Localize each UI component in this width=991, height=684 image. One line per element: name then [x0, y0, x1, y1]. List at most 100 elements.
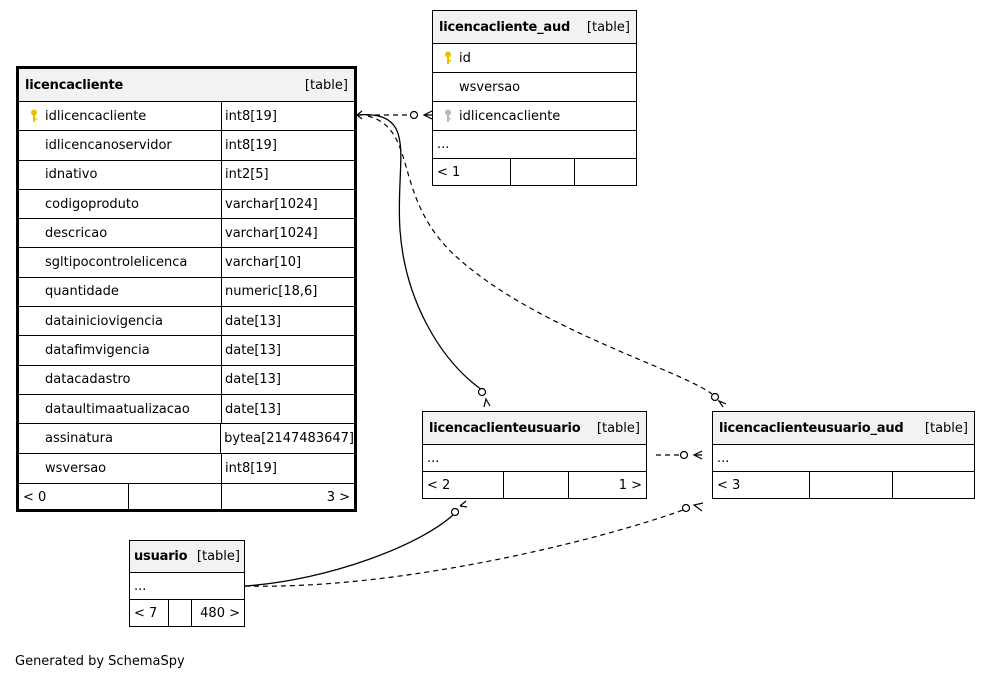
column-type: varchar[10]	[221, 248, 354, 277]
column-name: sgltipocontrolelicenca	[45, 255, 188, 271]
column-name: datacadastro	[45, 372, 131, 388]
column-row[interactable]: sgltipocontrolelicenca varchar[10]	[19, 248, 354, 278]
column-name: wsversao	[45, 460, 107, 476]
column-name-cell: dataultimaatualizacao	[19, 395, 221, 423]
footer-parents-count[interactable]: 3 >	[221, 483, 354, 511]
column-name-cell: idnativo	[19, 161, 221, 189]
column-name: quantidade	[45, 284, 119, 300]
edge-usuario-licencaclienteusuario[interactable]	[244, 500, 468, 587]
column-row[interactable]: idlicencacliente int8[19]	[19, 102, 354, 132]
footer-middle	[128, 483, 221, 511]
column-row[interactable]: descricao varchar[1024]	[19, 219, 354, 249]
table-header: licencaclienteusuario_aud [table]	[713, 412, 974, 445]
footer-children-count[interactable]: < 0	[23, 489, 47, 505]
column-type: bytea[2147483647]	[220, 424, 354, 453]
table-ellipsis: ...	[423, 445, 646, 472]
column-name-cell: quantidade	[19, 278, 221, 306]
table-ellipsis: ...	[713, 445, 974, 472]
column-name: descricao	[45, 225, 108, 241]
column-name: datainiciovigencia	[45, 313, 163, 329]
edge-usuario-licencaclienteusuario-aud[interactable]	[244, 502, 704, 587]
table-type-label: [table]	[596, 420, 640, 436]
generated-by-footer: Generated by SchemaSpy	[15, 654, 185, 669]
primary-key-icon	[25, 109, 43, 123]
column-row[interactable]: wsversao int8[19]	[19, 453, 354, 483]
footer-parents-count[interactable]	[574, 159, 636, 185]
column-name-cell: descricao	[19, 219, 221, 247]
footer-parents-count[interactable]: 1 >	[568, 472, 646, 498]
column-name: idlicencanoservidor	[45, 137, 172, 153]
column-name-cell: assinatura	[19, 424, 220, 452]
column-name-cell: wsversao	[433, 73, 520, 101]
table-name: licencaclienteusuario_aud	[719, 420, 904, 436]
footer-children-count[interactable]: < 7	[134, 605, 158, 621]
column-row[interactable]: idnativo int2[5]	[19, 160, 354, 190]
footer-parents-count[interactable]	[892, 472, 974, 498]
table-footer: < 2 1 >	[423, 472, 646, 498]
edge-usuario-aud[interactable]	[656, 450, 703, 460]
table-ellipsis: ...	[433, 131, 636, 159]
column-name: wsversao	[459, 79, 521, 95]
table-name: licencacliente_aud	[439, 19, 571, 35]
column-row[interactable]: idlicencacliente	[433, 102, 636, 131]
footer-children-count[interactable]: < 3	[717, 477, 741, 493]
column-row[interactable]: idlicencanoservidor int8[19]	[19, 131, 354, 161]
table-licencaclienteusuario[interactable]: licencaclienteusuario [table] ... < 2 1 …	[422, 411, 647, 499]
column-name-cell: wsversao	[19, 454, 221, 483]
table-header: licencacliente_aud [table]	[433, 11, 636, 44]
column-type: int8[19]	[221, 131, 354, 160]
column-type: varchar[1024]	[221, 189, 354, 219]
column-row[interactable]: wsversao	[433, 73, 636, 102]
foreign-key-icon	[439, 109, 457, 123]
table-header: usuario [table]	[130, 541, 244, 573]
table-footer: < 7 480 >	[130, 600, 244, 626]
column-name-cell: sgltipocontrolelicenca	[19, 248, 221, 276]
column-type: int8[19]	[221, 102, 354, 131]
table-name: licencaclienteusuario	[429, 420, 581, 436]
footer-children-count[interactable]: < 2	[427, 477, 451, 493]
footer-middle	[503, 472, 568, 498]
column-type: date[13]	[221, 394, 354, 424]
column-row[interactable]: codigoproduto varchar[1024]	[19, 189, 354, 220]
column-name-cell: id	[433, 44, 471, 72]
table-type-label: [table]	[196, 549, 240, 564]
column-name-cell: datacadastro	[19, 366, 221, 394]
table-type-label: [table]	[924, 420, 968, 436]
column-row[interactable]: datacadastro date[13]	[19, 365, 354, 395]
table-type-label: [table]	[304, 77, 348, 93]
column-type: numeric[18,6]	[221, 277, 354, 307]
column-type: date[13]	[221, 307, 354, 336]
table-ellipsis: ...	[130, 573, 244, 600]
column-name: codigoproduto	[45, 196, 139, 212]
footer-middle	[168, 600, 191, 626]
column-name: idlicencacliente	[459, 108, 561, 124]
column-name: idnativo	[45, 167, 98, 183]
footer-middle	[809, 472, 892, 498]
column-row[interactable]: datainiciovigencia date[13]	[19, 307, 354, 337]
table-usuario[interactable]: usuario [table] ... < 7 480 >	[129, 540, 245, 627]
column-type: int8[19]	[221, 453, 354, 483]
table-licencaclienteusuario-aud[interactable]: licencaclienteusuario_aud [table] ... < …	[712, 411, 975, 499]
table-name: usuario	[134, 549, 188, 564]
primary-key-icon	[439, 51, 457, 65]
column-name: datafimvigencia	[45, 343, 150, 359]
table-header: licencacliente [table]	[19, 69, 354, 102]
footer-children-count[interactable]: < 1	[437, 164, 461, 180]
table-header: licencaclienteusuario [table]	[423, 412, 646, 445]
column-type: varchar[1024]	[221, 219, 354, 248]
table-licencacliente-aud[interactable]: licencacliente_aud [table] id wsversao idl…	[432, 10, 637, 186]
column-name: idlicencacliente	[45, 108, 147, 124]
footer-parents-count[interactable]: 480 >	[191, 600, 244, 626]
column-name-cell: idlicencacliente	[19, 102, 221, 130]
table-footer: < 3	[713, 472, 974, 498]
column-row[interactable]: quantidade numeric[18,6]	[19, 277, 354, 308]
column-type: date[13]	[221, 365, 354, 394]
column-row[interactable]: id	[433, 44, 636, 73]
table-footer: < 0 3 >	[19, 482, 354, 511]
column-name-cell: datafimvigencia	[19, 336, 221, 364]
column-type: int2[5]	[221, 160, 354, 189]
